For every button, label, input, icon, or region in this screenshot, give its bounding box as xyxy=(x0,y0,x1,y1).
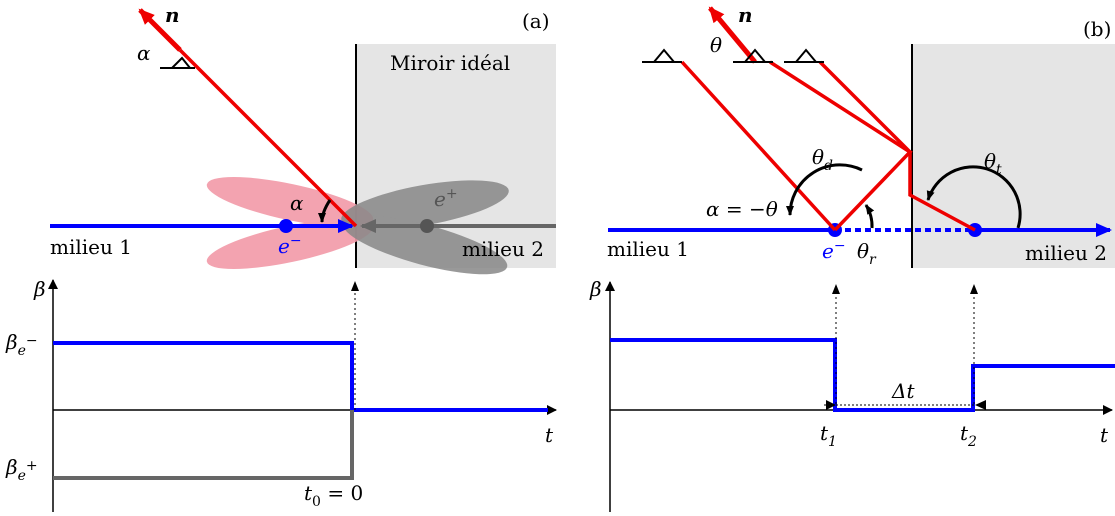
delta-t-arrow-left xyxy=(826,400,836,410)
observer-icons-b xyxy=(642,48,824,63)
n-vector xyxy=(138,8,182,52)
t-axis-label-a: t xyxy=(545,423,554,447)
theta-t-label: θt xyxy=(984,149,1002,178)
panel-tag-b: (b) xyxy=(1083,17,1111,41)
mirror-region-b xyxy=(912,44,1115,268)
electron-label-a: e− xyxy=(278,233,302,258)
electron-beta-curve xyxy=(53,341,548,412)
theta-label: θ xyxy=(710,33,722,57)
delta-t-label: Δt xyxy=(891,379,915,403)
alpha-top-label: α xyxy=(137,41,151,65)
alpha-arc xyxy=(318,199,332,223)
medium2-label-a: milieu 2 xyxy=(462,237,544,261)
medium2-label-b: milieu 2 xyxy=(1025,241,1107,265)
beta-axis-label-a: β xyxy=(33,277,46,301)
medium1-label-b: milieu 1 xyxy=(607,237,689,261)
n-vector-b xyxy=(708,6,757,64)
emission-ray xyxy=(178,48,358,228)
theta-r-label: θr xyxy=(857,239,877,268)
beta-e-plus-label: βe+ xyxy=(5,455,38,484)
n-label-b: n xyxy=(738,3,753,27)
panel-b: (b) n θ θd θr θt α = −θ milieu 1 milieu … xyxy=(589,3,1115,512)
n-label-a: n xyxy=(165,3,180,27)
delta-t-arrow-right xyxy=(975,400,986,410)
positron-lobes xyxy=(341,180,509,275)
t-axis-label-b: t xyxy=(1100,423,1109,447)
medium1-label-a: milieu 1 xyxy=(50,235,132,259)
panel-tag-a: (a) xyxy=(522,9,550,33)
mirror-label: Miroir idéal xyxy=(390,51,510,75)
alpha-mid-label: α xyxy=(290,191,304,215)
t1-label: t1 xyxy=(820,421,837,450)
theta-r-arc xyxy=(864,204,875,229)
electron-dot xyxy=(279,219,293,233)
beta-axis-label-b: β xyxy=(589,277,602,301)
electron-label-b: e− xyxy=(822,238,846,263)
radiation-rays xyxy=(680,60,976,232)
panel-a: (a) Miroir idéal n α α milieu 1 milieu 2… xyxy=(5,3,557,512)
t0-label: t0 = 0 xyxy=(304,481,363,510)
observer-icon xyxy=(160,56,195,69)
beta-curve-b xyxy=(610,338,1115,412)
positron-beta-curve xyxy=(53,410,354,480)
theta-d-arc xyxy=(785,163,863,216)
positron-label-a: e+ xyxy=(434,186,458,211)
theta-t-arc xyxy=(926,165,1022,229)
alpha-eq-label: α = −θ xyxy=(706,197,778,221)
t2-label: t2 xyxy=(960,421,977,450)
positron-dot xyxy=(420,219,434,233)
theta-d-label: θd xyxy=(812,145,833,174)
electron-lobes xyxy=(206,177,374,269)
beta-e-minus-label: βe− xyxy=(5,330,38,359)
